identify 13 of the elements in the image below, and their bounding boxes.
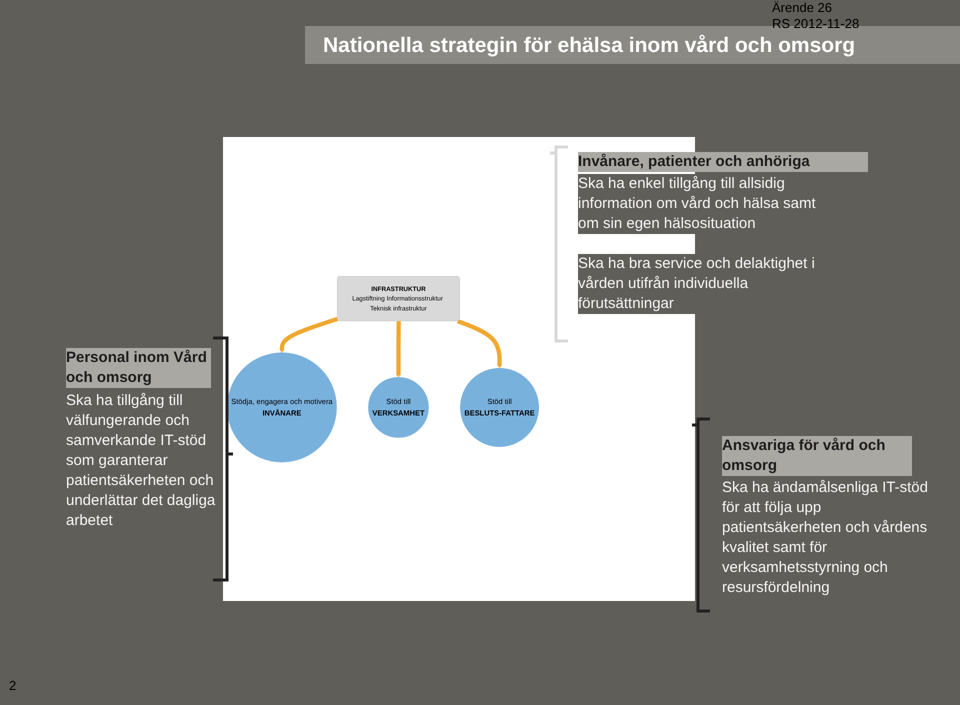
page-number: 2: [9, 678, 18, 693]
date: RS 2012-11-28: [772, 16, 860, 31]
node-circle: [460, 368, 539, 447]
note: Ärende 26: [772, 0, 833, 15]
node-circle: [227, 352, 337, 462]
arrow: [396, 320, 401, 378]
heading: Personal inom Vård och omsorg: [66, 348, 211, 388]
arrow: [456, 318, 502, 368]
heading: Ansvariga för vård och omsorg: [722, 436, 912, 476]
arrow: [280, 316, 338, 353]
title: Nationella strategin för ehälsa inom vård och omsorg: [323, 34, 856, 58]
heading: Invånare, patienter och anhöriga: [578, 152, 868, 172]
node-circle: [368, 376, 429, 438]
